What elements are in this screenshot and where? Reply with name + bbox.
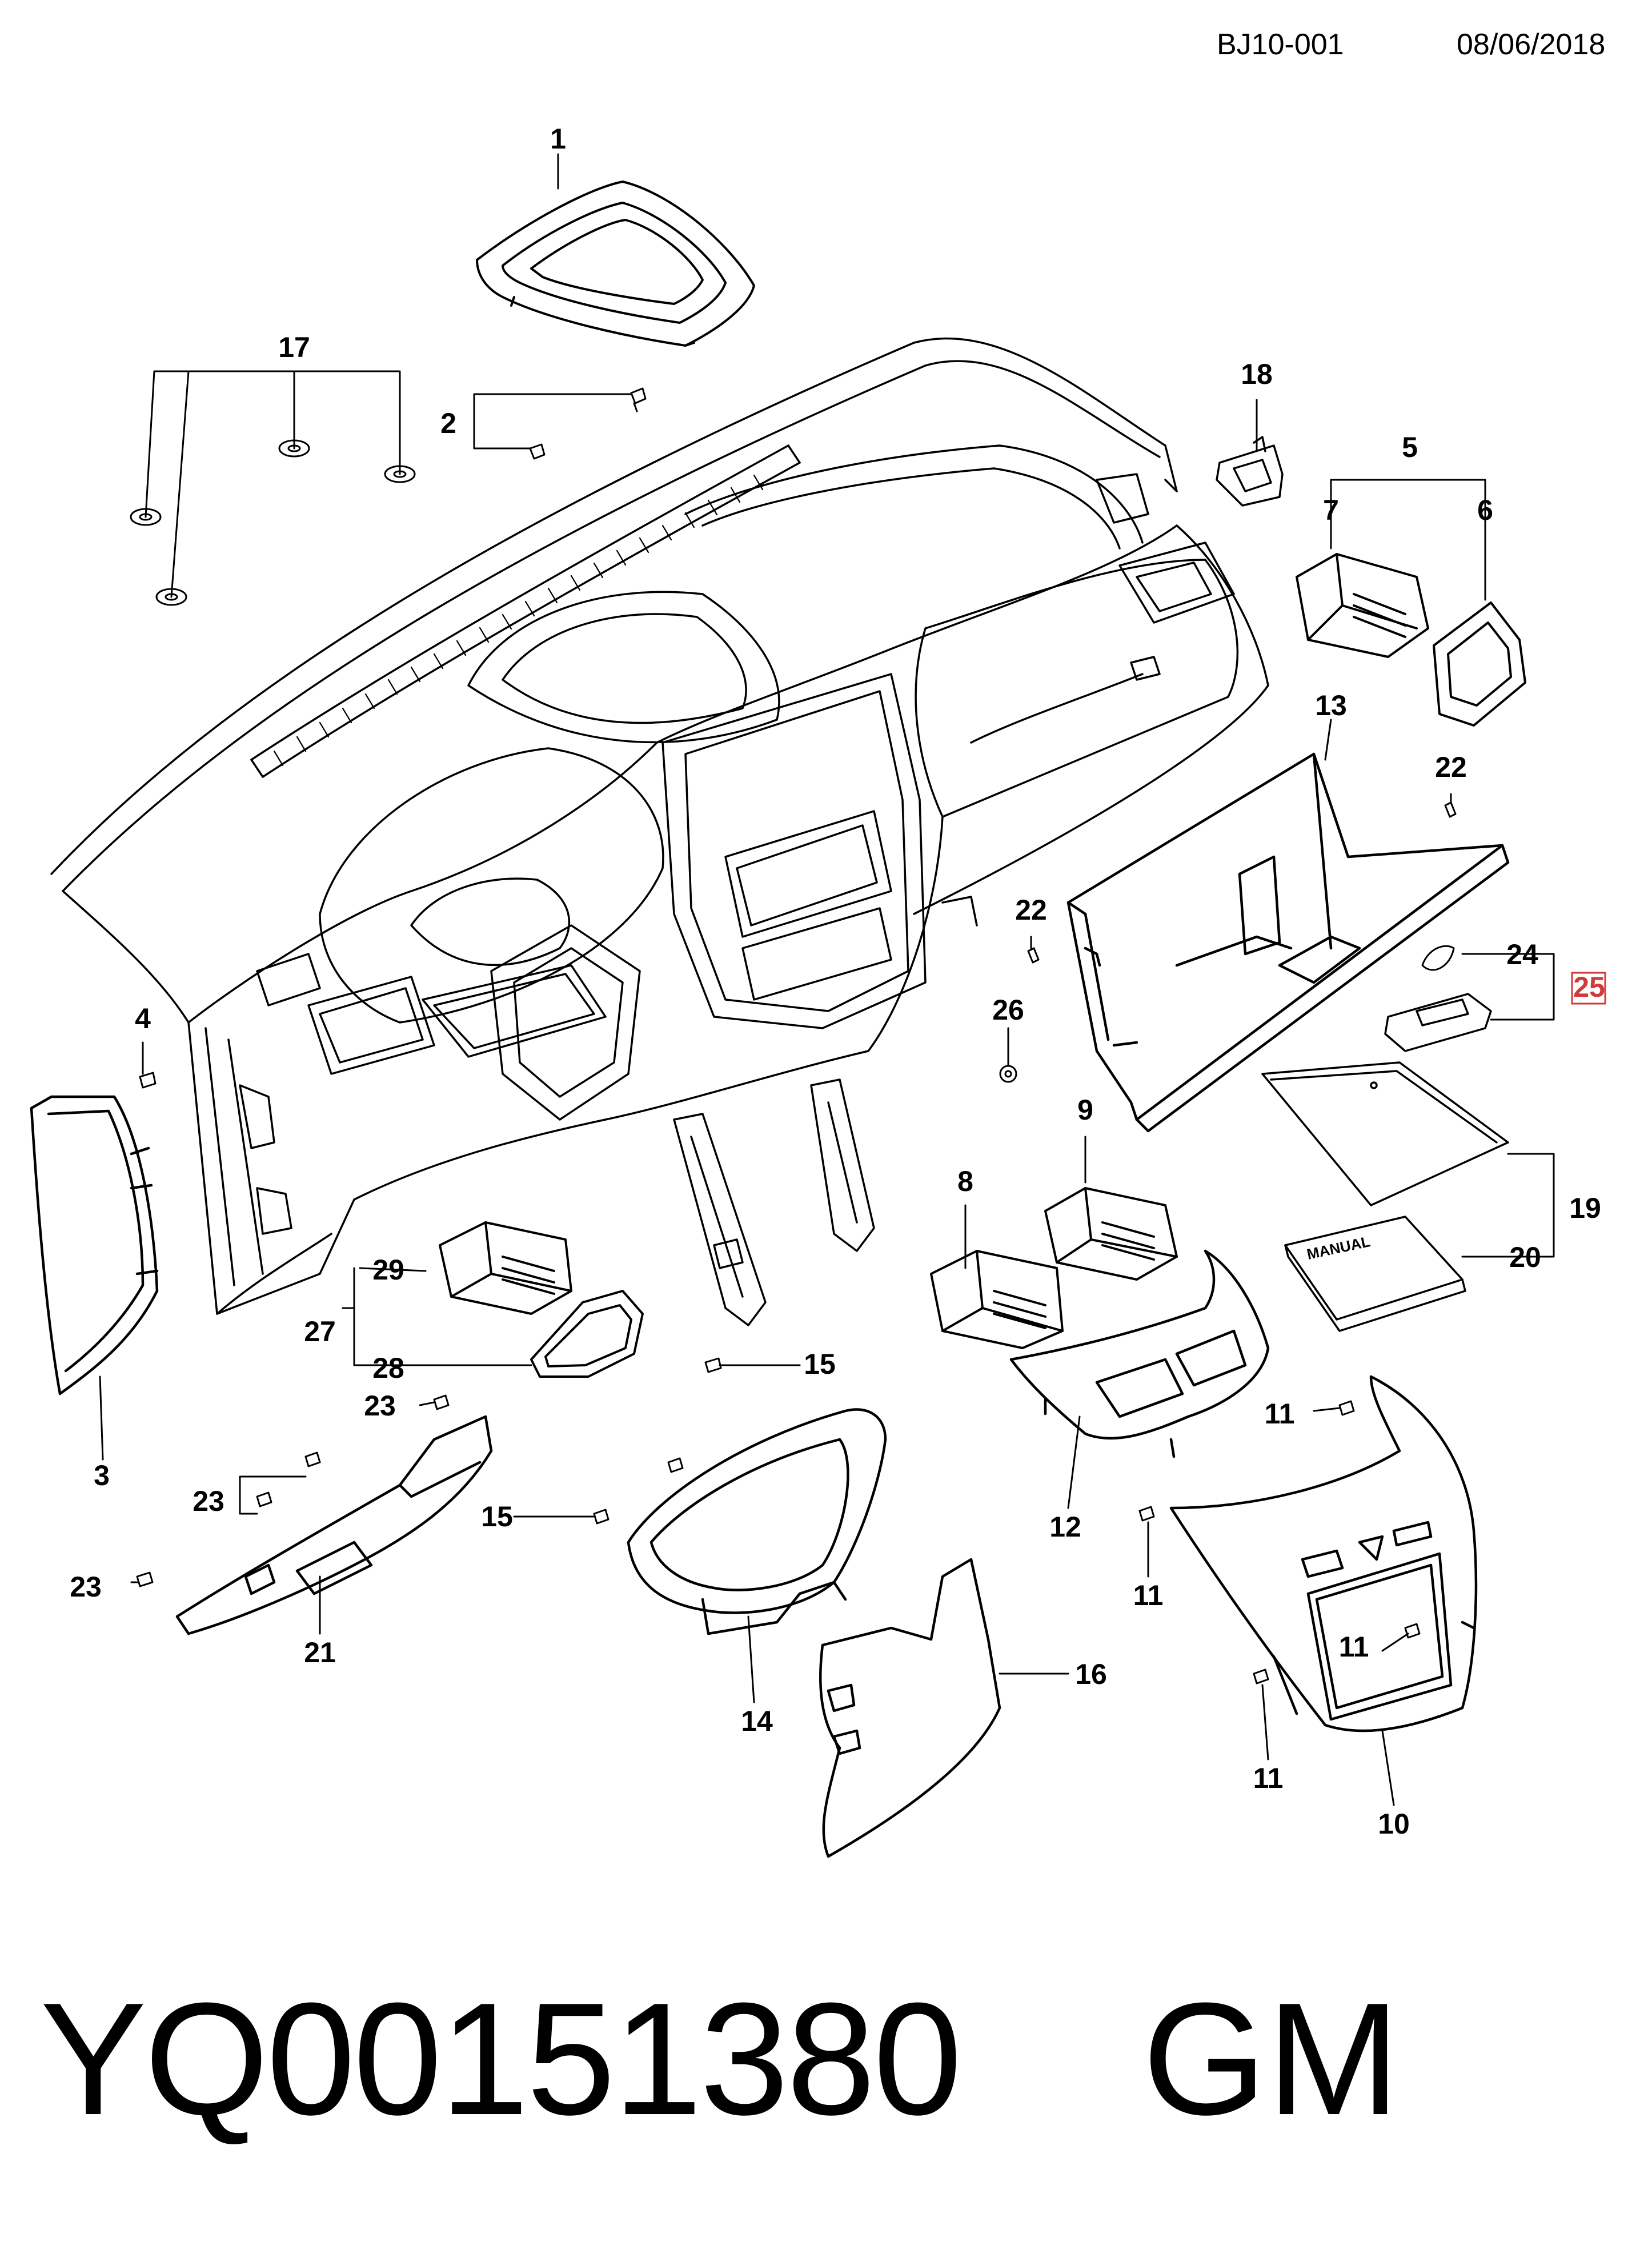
callout-24: 24 (1506, 939, 1538, 970)
part-7-right-vent (1296, 553, 1429, 658)
callout-23c: 23 (70, 1571, 102, 1603)
callout-15b: 15 (481, 1501, 513, 1533)
doc-date: 08/06/2018 (1457, 28, 1606, 61)
callout-21: 21 (304, 1637, 336, 1669)
part-15-clips (593, 1357, 722, 1525)
callout-3: 3 (94, 1459, 110, 1491)
callout-12: 12 (1049, 1511, 1081, 1543)
callout-11d: 11 (1253, 1762, 1284, 1794)
callout-8: 8 (957, 1165, 973, 1197)
part-13-glove-box (1066, 752, 1510, 1133)
callout-23b: 23 (193, 1485, 224, 1517)
callout-29: 29 (372, 1254, 404, 1286)
part-1-top-cover (476, 181, 755, 347)
part-23-clips (136, 1394, 450, 1587)
callout-1: 1 (550, 123, 566, 155)
part-19-manual-pouch (1261, 1061, 1509, 1206)
callout-labels: 1 2 3 4 5 6 7 8 9 10 11 11 11 11 12 13 1… (70, 123, 1606, 1840)
part-6-right-vent-bezel (1433, 601, 1526, 727)
callout-22a: 22 (1435, 751, 1467, 783)
part-8-center-vent-left (930, 1250, 1064, 1349)
callout-27: 27 (304, 1316, 336, 1347)
callout-25-highlight-box (1571, 972, 1606, 1005)
callout-16: 16 (1075, 1658, 1107, 1690)
callout-25: 25 (1573, 971, 1605, 1003)
callout-2: 2 (440, 407, 456, 439)
part-11-clips (1138, 1400, 1421, 1685)
part-3-end-panel (30, 1095, 159, 1395)
callout-13: 13 (1315, 689, 1347, 721)
manufacturer-name: GM (1142, 1970, 1401, 2148)
callout-20: 20 (1509, 1241, 1541, 1273)
part-10-center-bezel (1169, 1375, 1478, 1732)
callout-19: 19 (1569, 1192, 1601, 1224)
callout-14: 14 (741, 1705, 773, 1737)
callout-11c: 11 (1339, 1631, 1369, 1663)
callout-5: 5 (1402, 431, 1418, 463)
callout-11b: 11 (1133, 1579, 1164, 1611)
part-9-center-vent-right (1044, 1187, 1178, 1281)
part-22-screw-upper (1444, 801, 1457, 818)
callout-11a: 11 (1265, 1398, 1295, 1430)
callout-4: 4 (135, 1002, 151, 1034)
part-20-manual-book (1284, 1216, 1466, 1332)
instrument-panel-body (50, 337, 1269, 1326)
part-number: YQ00151380 (40, 1970, 962, 2148)
leader-lines (99, 153, 1555, 1806)
callout-23a: 23 (364, 1390, 396, 1422)
part-18-bracket (1216, 436, 1284, 507)
part-2-clips (529, 387, 647, 460)
part-29-left-vent (439, 1221, 572, 1315)
part-14-cluster-trim (627, 1408, 887, 1635)
callout-18: 18 (1241, 358, 1273, 390)
part-4-clip (139, 1072, 157, 1089)
callout-9: 9 (1077, 1094, 1093, 1126)
callout-28: 28 (372, 1352, 404, 1384)
part-12-center-trim (1009, 1249, 1270, 1458)
part-16-knee-panel (819, 1558, 1001, 1858)
part-28-left-vent-bezel (530, 1290, 644, 1378)
part-21-lower-trim (175, 1415, 493, 1635)
callout-17: 17 (278, 331, 310, 363)
doc-code: BJ10-001 (1217, 28, 1344, 61)
part-26-nut (999, 1065, 1017, 1083)
callout-10: 10 (1378, 1808, 1410, 1840)
part-25-lamp-housing (1384, 993, 1492, 1052)
footer: YQ00151380 GM (0, 1976, 1652, 2142)
callout-6: 6 (1477, 494, 1493, 526)
part-22-screw-lower (1027, 947, 1040, 964)
callout-7: 7 (1323, 494, 1339, 526)
callout-15a: 15 (804, 1348, 836, 1380)
part-24-bulb (1421, 945, 1455, 971)
callout-26: 26 (992, 994, 1024, 1026)
callout-22b: 22 (1015, 894, 1047, 926)
